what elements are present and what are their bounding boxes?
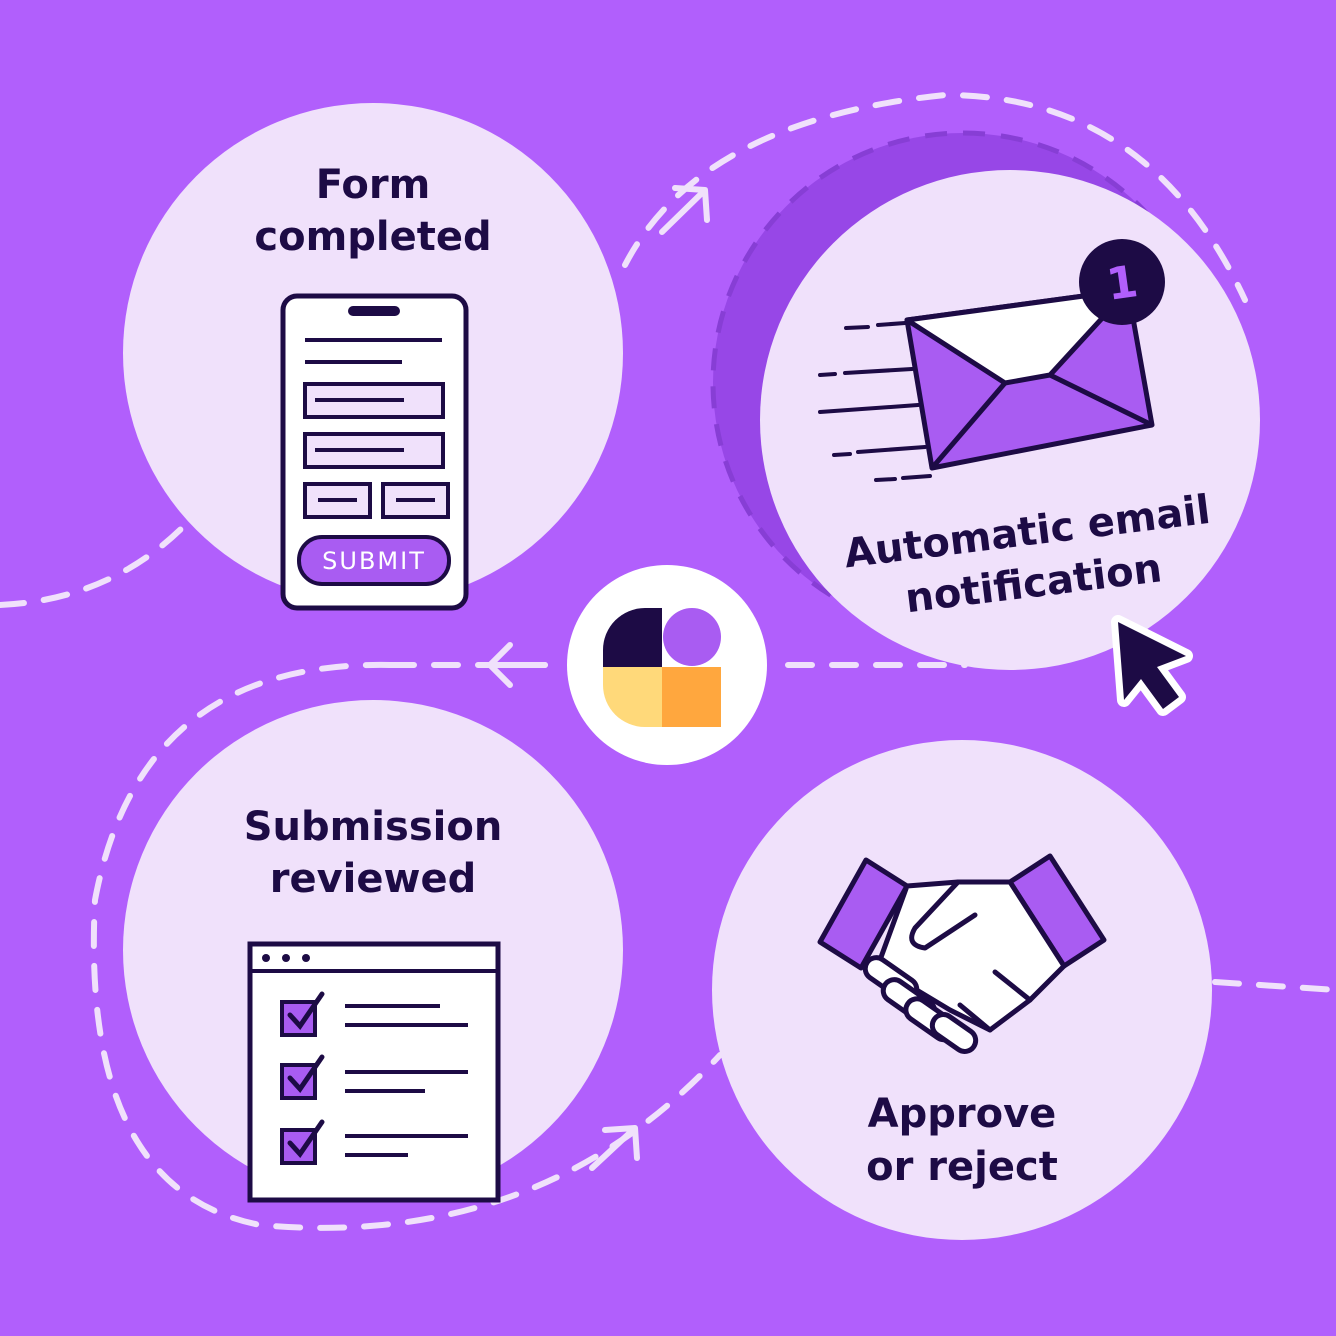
brand-logo <box>567 565 767 765</box>
step-label-form-line1: Form <box>316 162 431 208</box>
arrow-left-icon <box>487 642 548 688</box>
checkbox-checked-icon <box>280 991 325 1037</box>
step-form-completed: Form completed SUBMIT <box>123 103 623 611</box>
connector-path-left-top <box>0 522 188 608</box>
connector-path-top-arc <box>622 91 1248 303</box>
phone-form-icon: SUBMIT <box>280 293 469 611</box>
step-label-form-line2: completed <box>254 214 491 260</box>
arrow-up-right-icon <box>659 185 710 235</box>
notification-badge <box>1079 239 1165 325</box>
handshake-icon <box>817 853 1107 1054</box>
connector-path-right-exit <box>1212 979 1336 993</box>
step-email-notification: 1 Automatic email notification <box>710 130 1260 670</box>
submit-button[interactable] <box>297 535 451 586</box>
submit-button-label: SUBMIT <box>322 547 426 575</box>
step-label-approve-line2: or reject <box>866 1144 1058 1190</box>
brand-logo-icon <box>603 608 721 727</box>
arrow-up-right-icon-lower <box>589 1125 640 1171</box>
email-notification-icon: 1 <box>818 239 1165 482</box>
checklist-window-icon <box>247 941 501 1203</box>
step-approve-reject: Approve or reject <box>712 740 1212 1240</box>
step-label-review-line1: Submission <box>244 804 503 850</box>
checkbox-checked-icon <box>280 1119 325 1165</box>
step-label-approve-line1: Approve <box>868 1091 1057 1137</box>
notification-count: 1 <box>1103 256 1140 311</box>
step-label-review-line2: reviewed <box>270 856 476 902</box>
checkbox-checked-icon <box>280 1054 325 1100</box>
step-submission-reviewed: Submission reviewed <box>123 700 623 1203</box>
connector-path-left-loop <box>90 661 723 1231</box>
mouse-pointer-icon <box>1111 615 1193 716</box>
